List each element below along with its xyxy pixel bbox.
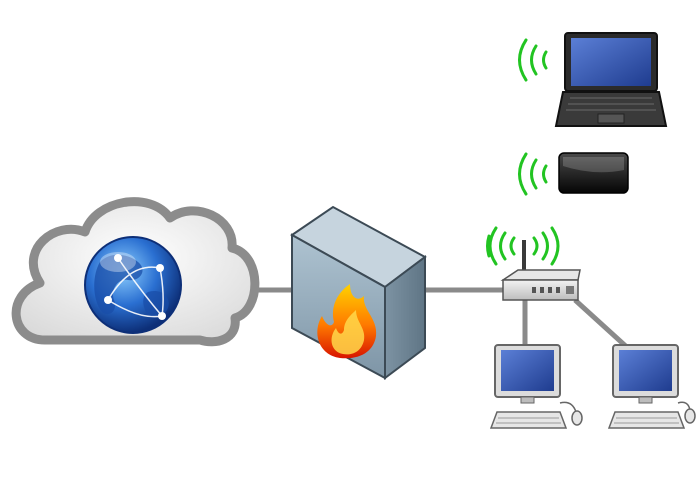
laptop-touchpad xyxy=(597,113,625,124)
globe-nodes xyxy=(104,254,166,320)
desktop-computer-icon xyxy=(489,344,583,429)
tablet-wifi-icon xyxy=(518,152,548,196)
router-wifi-icon xyxy=(486,226,560,266)
laptop-wifi-icon xyxy=(518,38,548,82)
firewall-side xyxy=(384,255,426,380)
monitor-stand xyxy=(638,396,653,404)
laptop-icon xyxy=(554,32,668,127)
tablet-gloss xyxy=(563,157,624,173)
router-top xyxy=(500,269,581,281)
laptop-keyboard-base xyxy=(554,91,668,127)
cloud-globe-icon xyxy=(11,197,260,347)
flame-inner xyxy=(331,310,365,355)
laptop-screen xyxy=(571,38,651,86)
monitor-screen xyxy=(619,350,672,391)
laptop-keys xyxy=(566,97,656,111)
keyboard xyxy=(489,411,568,429)
monitor-stand xyxy=(520,396,535,404)
wired-links xyxy=(240,287,632,352)
tablet-body xyxy=(558,152,629,194)
keyboard-keys xyxy=(496,417,561,424)
wireless-router-icon xyxy=(500,240,581,301)
globe-highlight xyxy=(100,252,136,272)
mouse xyxy=(684,408,696,424)
keyboard-keys xyxy=(614,417,679,424)
desktop-computer-icon xyxy=(607,344,696,429)
tablet-icon xyxy=(558,152,629,194)
link-router-desktop-2 xyxy=(573,298,632,352)
firewall-icon xyxy=(290,205,427,380)
monitor-screen xyxy=(501,350,554,391)
keyboard xyxy=(607,411,686,429)
mouse xyxy=(571,410,583,426)
router-ports xyxy=(532,286,574,294)
mouse-cable xyxy=(559,401,577,413)
